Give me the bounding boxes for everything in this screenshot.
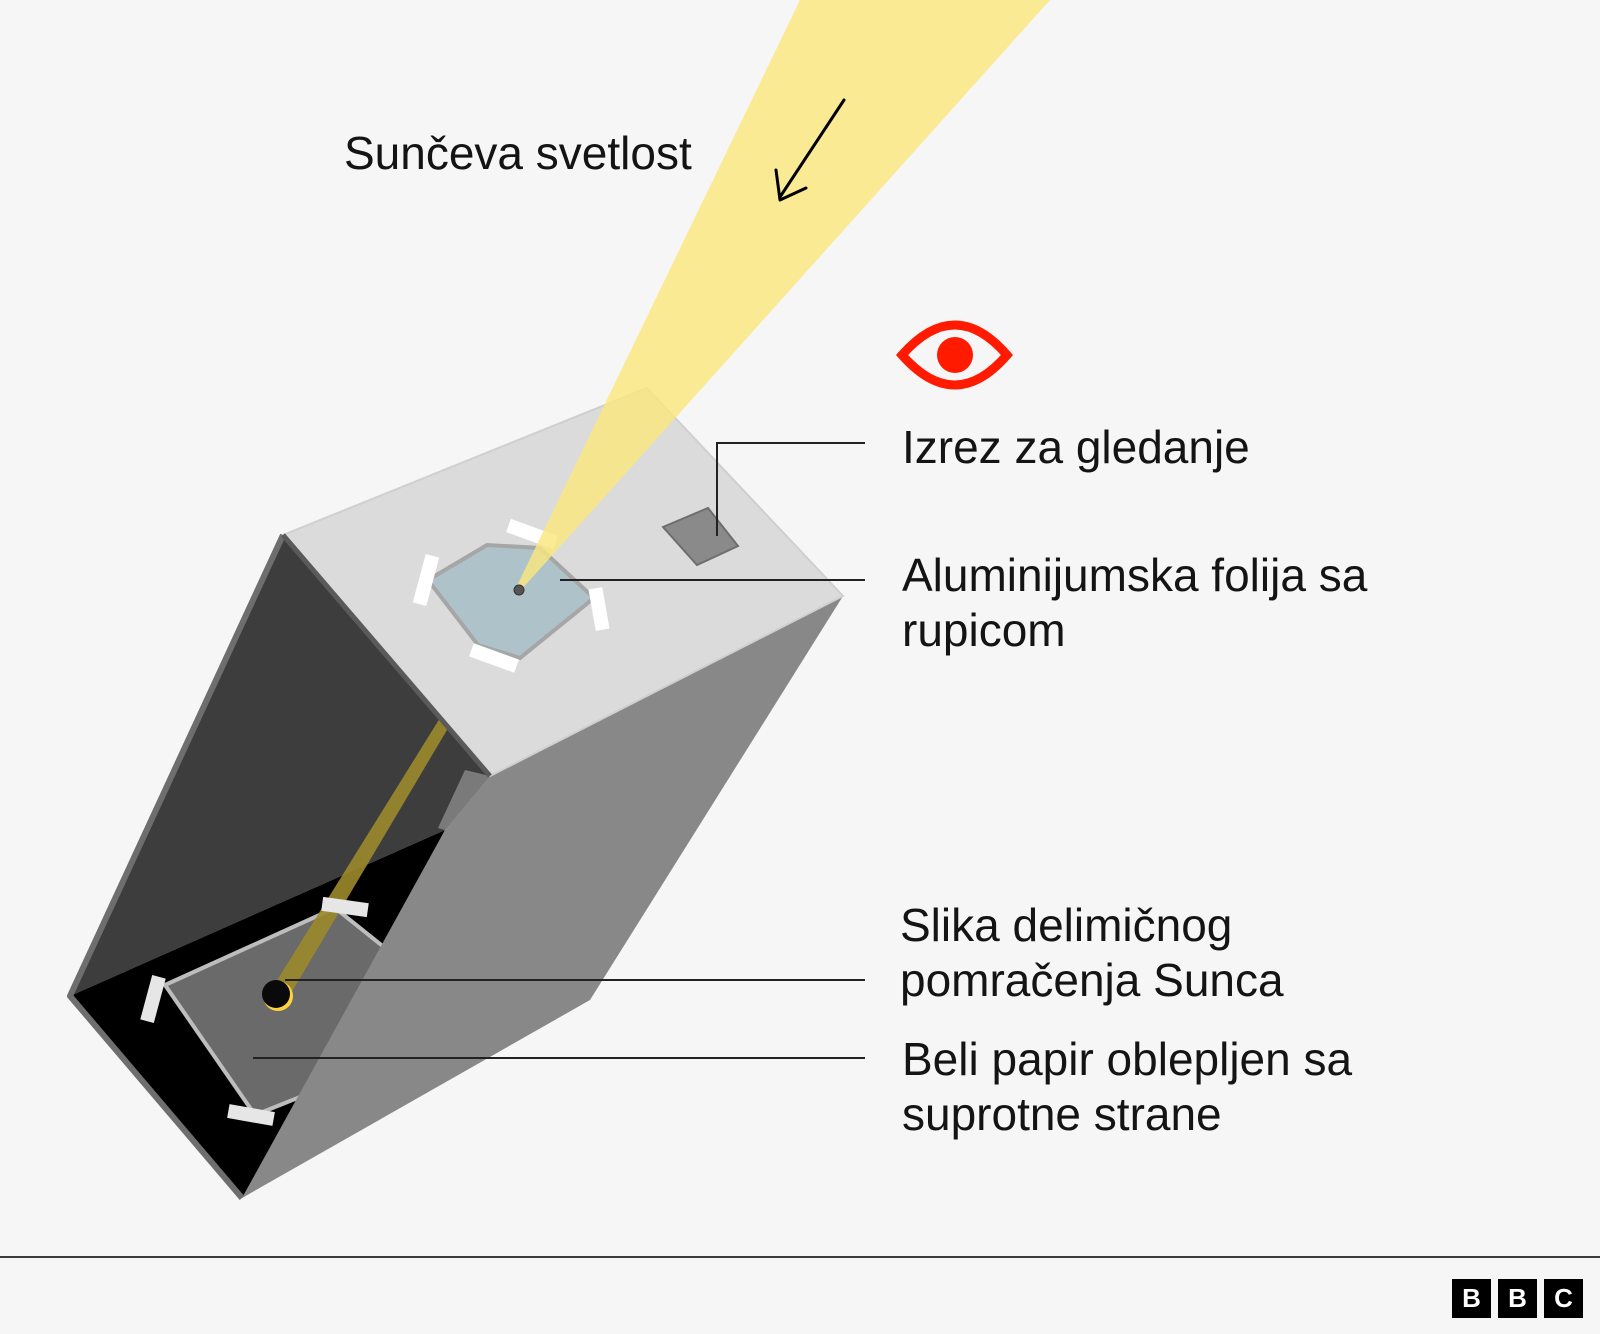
leader-line-viewing-cutout [716,442,865,536]
eclipse-image-shadow [262,980,290,1008]
tape-piece [321,896,369,918]
tape-piece [588,587,610,631]
box-side-inner-edge [438,770,490,830]
footer-divider [0,1256,1600,1258]
sun-beam [515,0,1050,590]
box-interior-upper-wall [70,535,490,996]
foil-label: Aluminijumska folija sa rupicom [902,549,1368,656]
bbc-logo-block: B [1498,1279,1537,1318]
viewing-cutout-label: Izrez za gledanje [902,421,1250,473]
box-edge [281,533,492,778]
tape-piece [227,1104,275,1126]
viewing-cutout [661,506,740,567]
tape-piece [412,554,440,606]
white-paper-label: Beli papir oblepljen sa suprotne strane [902,1033,1353,1140]
eye-icon [895,320,1013,390]
inner-light-ray [268,718,447,1000]
box-edge [67,533,286,1200]
eclipse-image-label: Slika delimičnog pomračenja Sunca [900,899,1284,1006]
sunlight-label: Sunčeva svetlost [344,127,692,179]
bbc-logo-block: B [1452,1279,1491,1318]
pinhole [513,584,525,596]
arrow-down-left-icon [774,98,846,202]
box-side-face [242,596,843,1198]
tape-piece [469,643,519,673]
bbc-logo: B B C [1452,1279,1583,1318]
bbc-logo-block: C [1544,1279,1583,1318]
tape-piece [140,974,166,1024]
